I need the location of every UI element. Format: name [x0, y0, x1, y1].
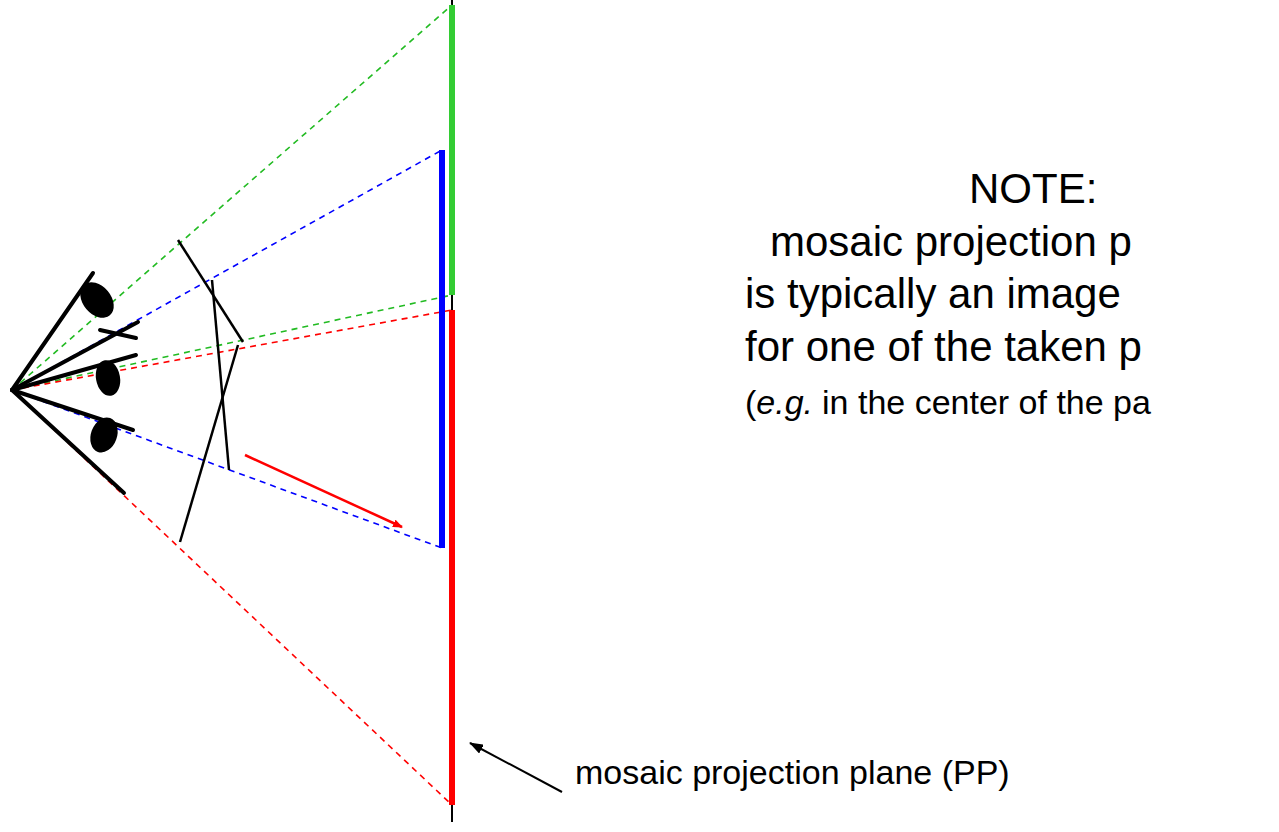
note-text: for one of the taken p: [745, 326, 1142, 368]
red-segment: [449, 310, 455, 805]
image-planes: [178, 240, 243, 542]
blue-segment: [439, 150, 445, 548]
note-text: e.g.: [756, 385, 813, 419]
rotation-arrow: [245, 455, 402, 527]
projection-plane-line: [451, 0, 453, 822]
note-text: mosaic projection p: [770, 221, 1132, 263]
note-heading: NOTE:: [969, 168, 1097, 210]
note-text: (: [745, 385, 756, 419]
plane-label: mosaic projection plane (PP): [575, 755, 1010, 789]
camera-eyes: [73, 276, 123, 457]
view-rays: [12, 5, 452, 805]
note-text: is typically an image: [745, 273, 1121, 315]
leader-line: [470, 743, 562, 792]
note-text: in the center of the pa: [822, 385, 1151, 419]
camera-frusta: [12, 273, 138, 493]
green-segment: [449, 5, 455, 295]
